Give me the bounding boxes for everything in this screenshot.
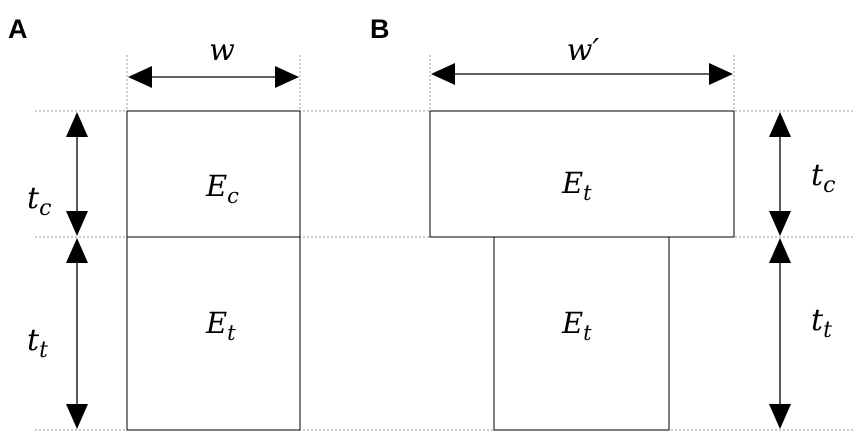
panel-b-top-modulus-label: Et [561,166,592,205]
panel-b-bottom-modulus-label: Et [561,306,592,345]
panel-a-width-label: w [209,33,235,68]
panel-a-top-thickness-label: tc [27,181,51,221]
panel-b-top-thickness-arrow [769,112,791,236]
panel-a-bottom-thickness-label: tt [27,323,48,363]
panel-b-letter: B [370,14,390,44]
panel-b-bottom-thickness-label: tt [811,303,832,343]
panel-a-bottom-layer [126,236,301,431]
panel-b-bottom-thickness-arrow [769,238,791,429]
panel-a-top-modulus-label: Ec [205,169,239,208]
panel-a-bottom-thickness-arrow [66,238,88,429]
panel-b-bottom-layer [493,236,670,431]
panel-a-letter: A [8,14,28,44]
panel-b-width-label: w′ [567,33,600,68]
panel-a-bottom-modulus-label: Et [205,306,236,345]
panel-a-width-arrow [128,66,299,88]
panel-b-width-arrow [431,63,733,85]
panel-b-top-thickness-label: tc [811,158,835,198]
panel-a-top-thickness-arrow [66,112,88,236]
